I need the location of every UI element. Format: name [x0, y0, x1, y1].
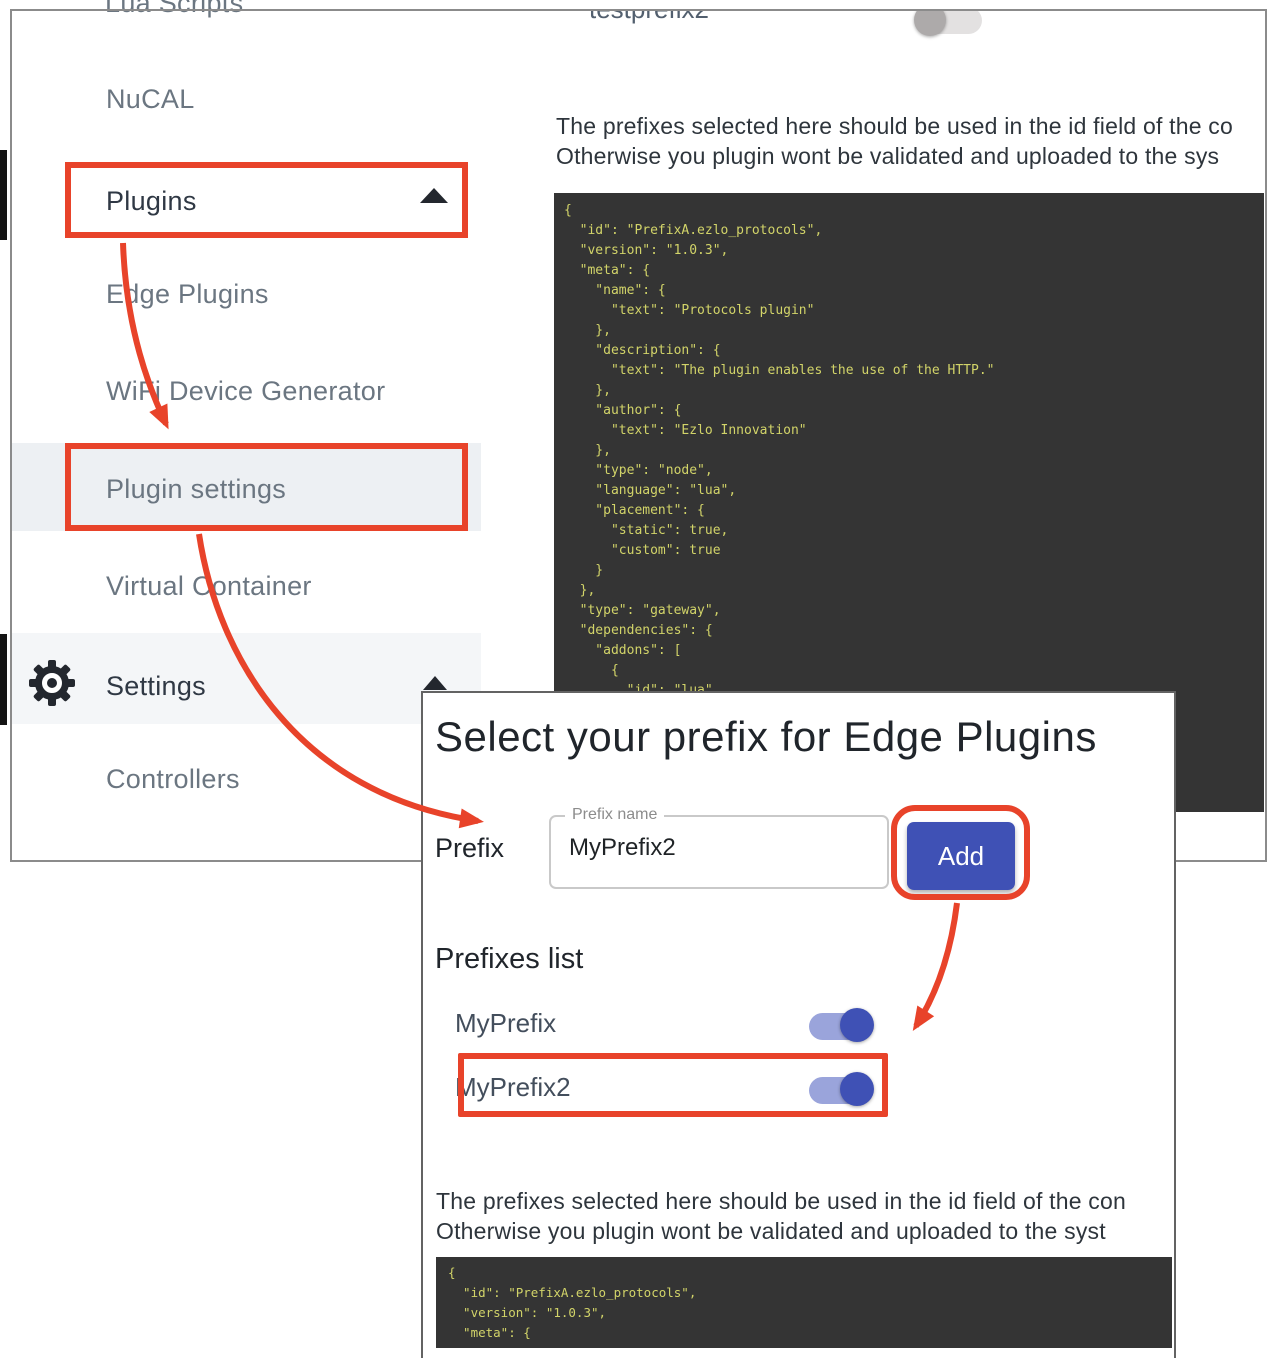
sidebar-item-nucal[interactable]: NuCAL: [106, 84, 195, 114]
dialog-code-block: { "id": "PrefixA.ezlo_protocols", "versi…: [436, 1257, 1172, 1348]
prefix-notice-line2: Otherwise you plugin wont be validated a…: [556, 143, 1220, 169]
sidebar-item-virtual-container[interactable]: Virtual Container: [106, 571, 312, 601]
left-edge-marker: [0, 150, 7, 240]
prefix-name-input[interactable]: [567, 833, 861, 863]
prefix-input-container: Prefix name: [549, 806, 889, 889]
add-button[interactable]: Add: [907, 822, 1015, 890]
prefixes-list-heading: Prefixes list: [435, 943, 584, 975]
collapse-arrow-icon[interactable]: [420, 188, 448, 203]
sidebar-item-plugin-settings[interactable]: Plugin settings: [106, 474, 287, 504]
left-edge-marker: [0, 634, 7, 725]
collapse-arrow-icon[interactable]: [423, 676, 447, 690]
dialog-title: Select your prefix for Edge Plugins: [435, 713, 1097, 760]
prefix-item-myprefix2: MyPrefix2: [455, 1072, 571, 1102]
sidebar-item-controllers[interactable]: Controllers: [106, 764, 240, 794]
select-prefix-dialog: Select your prefix for Edge Plugins Pref…: [421, 691, 1176, 1358]
dialog-config-json: { "id": "PrefixA.ezlo_protocols", "versi…: [448, 1265, 697, 1340]
plugin-settings-row-background: [12, 443, 481, 531]
plugin-row-label: testprefix2: [589, 9, 709, 24]
dialog-notice-line1: The prefixes selected here should be use…: [436, 1188, 1126, 1214]
dialog-notice-line2: Otherwise you plugin wont be validated a…: [436, 1218, 1106, 1244]
sidebar-item-lua-scripts[interactable]: Lua Scripts: [105, 0, 244, 18]
sidebar-item-plugins[interactable]: Plugins: [106, 186, 197, 216]
settings-row-background: [12, 633, 481, 724]
prefix-notice-line1: The prefixes selected here should be use…: [556, 113, 1233, 139]
prefix-input-floating-label: Prefix name: [565, 806, 665, 824]
sidebar-item-wifi-device-generator[interactable]: WiFi Device Generator: [106, 376, 386, 406]
prefix-item-myprefix: MyPrefix: [455, 1008, 557, 1038]
sidebar-item-edge-plugins[interactable]: Edge Plugins: [106, 279, 269, 309]
sidebar-item-settings[interactable]: Settings: [106, 671, 206, 701]
plugin-config-json: { "id": "PrefixA.ezlo_protocols", "versi…: [564, 203, 995, 698]
prefix-field-label: Prefix: [435, 833, 505, 863]
gear-icon: [29, 660, 75, 706]
